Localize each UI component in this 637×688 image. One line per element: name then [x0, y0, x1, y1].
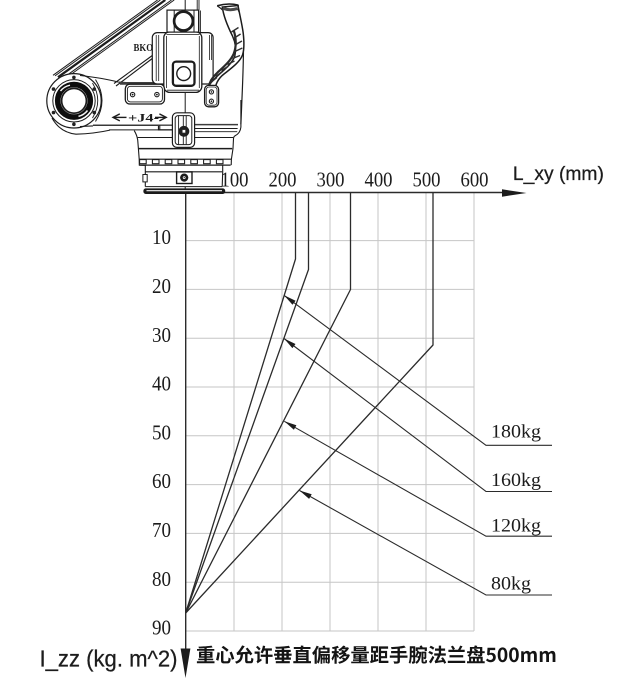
- svg-text:100: 100: [221, 168, 249, 192]
- svg-text:300: 300: [317, 168, 345, 192]
- svg-text:60: 60: [152, 469, 171, 493]
- svg-text:40: 40: [152, 372, 171, 396]
- svg-text:L_xy (mm): L_xy (mm): [513, 164, 604, 185]
- svg-text:BKO: BKO: [134, 42, 154, 54]
- svg-text:80: 80: [152, 567, 171, 591]
- svg-text:+J4-: +J4-: [128, 112, 159, 124]
- svg-text:180kg: 180kg: [491, 422, 542, 443]
- svg-text:80kg: 80kg: [491, 573, 532, 594]
- svg-text:30: 30: [152, 323, 171, 347]
- svg-text:200: 200: [269, 168, 297, 192]
- svg-text:120kg: 120kg: [491, 515, 542, 536]
- svg-text:90: 90: [152, 616, 171, 640]
- svg-text:50: 50: [152, 420, 171, 444]
- svg-text:400: 400: [365, 168, 393, 192]
- svg-text:10: 10: [152, 225, 171, 249]
- svg-text:I_zz (kg. m^2): I_zz (kg. m^2): [40, 646, 178, 672]
- svg-text:70: 70: [152, 518, 171, 542]
- svg-text:160kg: 160kg: [491, 470, 542, 491]
- svg-text:600: 600: [461, 168, 489, 192]
- svg-text:500: 500: [413, 168, 441, 192]
- svg-text:20: 20: [152, 274, 171, 298]
